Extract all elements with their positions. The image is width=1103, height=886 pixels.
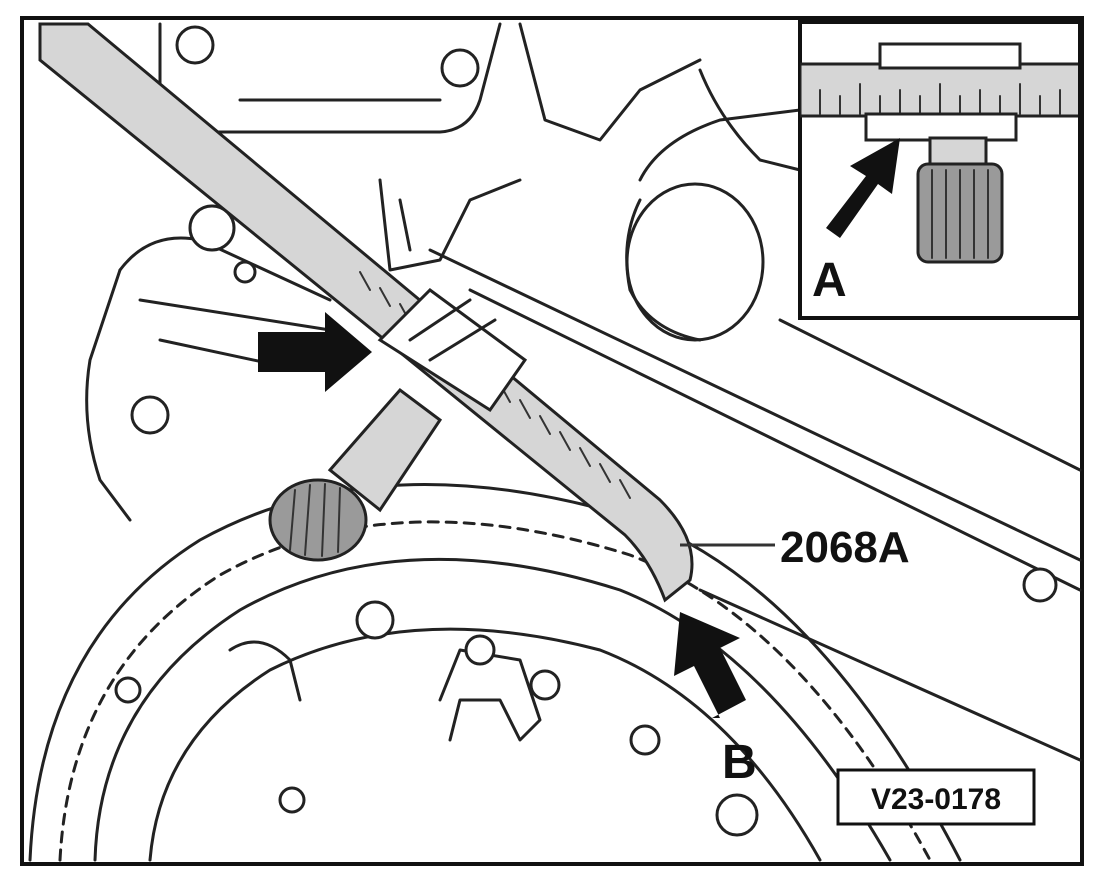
arrow-b-label: B xyxy=(722,736,757,789)
gauge-tool xyxy=(38,22,694,603)
figure-code: V23-0178 xyxy=(871,783,1001,816)
engine-drawing xyxy=(28,22,1082,862)
tool-label: 2068A xyxy=(780,523,910,572)
inset-label: A xyxy=(812,254,847,307)
filled-arrow-icon xyxy=(674,612,746,718)
inset-detail xyxy=(798,20,1082,320)
filled-arrow-icon xyxy=(258,312,372,392)
figure-code-box: V23-0178 xyxy=(836,768,1036,826)
filled-arrow-icon xyxy=(826,138,900,238)
flywheel xyxy=(28,482,962,862)
